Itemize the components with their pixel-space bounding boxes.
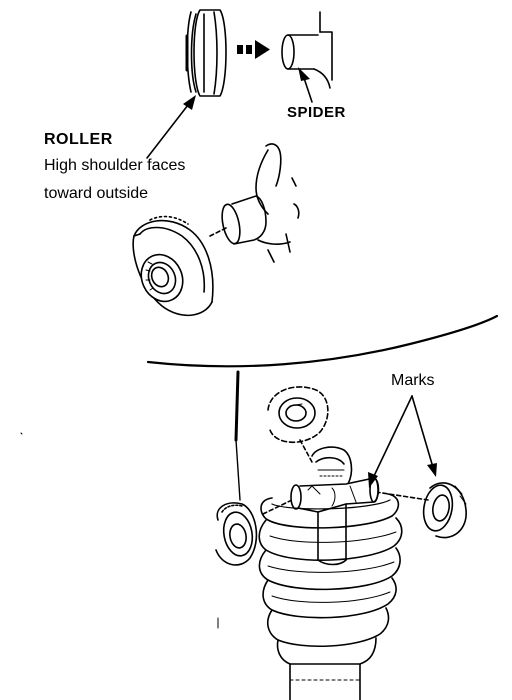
spider-hub bbox=[290, 446, 380, 513]
section-divider bbox=[146, 314, 499, 501]
marks-label: Marks bbox=[391, 372, 435, 389]
roller-on-trunnion bbox=[132, 143, 300, 317]
stray-dot bbox=[20, 432, 23, 435]
roller-right bbox=[422, 482, 467, 539]
arrow-right-icon bbox=[237, 40, 270, 59]
roller-left bbox=[215, 502, 258, 566]
roller-note-line1: High shoulder faces bbox=[44, 157, 186, 174]
spider-label: SPIDER bbox=[287, 104, 346, 121]
marks-pointers bbox=[368, 395, 437, 488]
roller-pointer bbox=[146, 95, 196, 159]
roller-label: ROLLER bbox=[44, 131, 113, 148]
spider-trunnion bbox=[281, 11, 333, 89]
roller-upper bbox=[267, 386, 329, 443]
spider-pointer bbox=[298, 67, 313, 103]
drive-shaft bbox=[317, 503, 347, 566]
cv-joint-assembly bbox=[20, 386, 467, 700]
roller-note-line2: toward outside bbox=[44, 185, 149, 202]
cv-boot bbox=[258, 493, 403, 700]
roller-side-view bbox=[185, 9, 227, 97]
